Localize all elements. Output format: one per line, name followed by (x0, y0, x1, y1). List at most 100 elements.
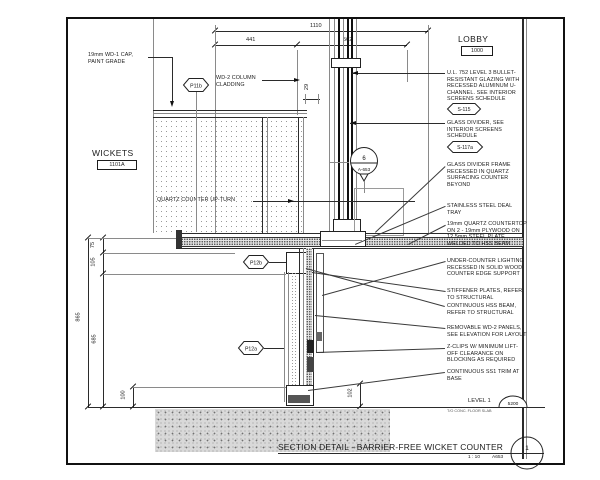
leader (262, 80, 298, 81)
panel-line (313, 248, 314, 402)
detail-sheet-ref: A653 (492, 455, 504, 460)
deal-tray (320, 231, 366, 247)
svg-text:P12a: P12a (245, 347, 257, 353)
label-wd1-cap: 19mm WD-1 CAP, PAINT GRADE (88, 52, 134, 65)
dim-line-gap (303, 99, 320, 100)
panel-hatch (306, 248, 312, 402)
leader (264, 348, 284, 349)
note-ss1-trim: CONTINUOUS SS1 TRIM AT BASE (447, 369, 520, 382)
room-name-wickets: WICKETS (92, 148, 134, 158)
dim-line-base-right (360, 384, 361, 407)
leader-arrow (170, 101, 174, 107)
tag-p12a: P12a (237, 341, 265, 355)
leader (148, 57, 172, 58)
tag-p11b: P11b (182, 78, 210, 92)
note-stiffener: STIFFENER PLATES, REFER TO STRUCTURAL (447, 288, 523, 301)
dim-cladding-gap: 29 (304, 83, 311, 91)
z-clip (316, 332, 322, 341)
cladding-line (298, 117, 299, 233)
lighting-recess (316, 253, 324, 353)
panel-line (303, 248, 304, 402)
ext-line (305, 94, 306, 104)
note-glazing: U.L. 752 LEVEL 3 BULLET-RESISTANT GLAZIN… (447, 70, 520, 103)
glazing-line (356, 19, 357, 233)
note-z-clips: Z-CLIPS W/ MINIMUM LIFT-OFF CLEARANCE ON… (447, 344, 518, 364)
title-underline (278, 453, 544, 454)
dim-counter-height: 865 (75, 312, 82, 322)
note-deal-tray: STAINLESS STEEL DEAL TRAY (447, 203, 513, 216)
glazing-line (338, 19, 340, 233)
lobby-wall-line-inner (526, 19, 527, 459)
ext-line (428, 25, 429, 233)
panel-line (299, 248, 300, 402)
dim-line-counter-chain (103, 238, 104, 407)
leader (352, 73, 445, 74)
dim-left-width: 441 (246, 37, 256, 43)
note-hss-beam: CONTINUOUS HSS BEAM, REFER TO STRUCTURAL (447, 303, 517, 316)
ext-line (318, 94, 319, 104)
ext-line (297, 50, 298, 115)
divider-frame-beyond (354, 188, 404, 236)
leader (364, 181, 365, 193)
glazing-line (351, 19, 353, 233)
deal-tray-line (322, 240, 362, 241)
dim-line-counter-height (88, 238, 89, 407)
wall-line (153, 19, 154, 233)
leader-arrow (288, 199, 294, 203)
tag-s117a: S-117a (446, 141, 484, 153)
glazing-line (329, 19, 330, 233)
note-removable-panels: REMOVABLE WD-2 PANELS, SEE ELEVATION FOR… (447, 325, 527, 338)
tag-s115: S-115 (446, 103, 482, 115)
glazing-line (334, 19, 335, 233)
ext-line (103, 274, 286, 275)
callout-bubble: 6 A-653 (350, 147, 378, 183)
ext-line (407, 50, 408, 82)
concrete-slab (155, 409, 390, 452)
leader (253, 201, 415, 202)
svg-text:P11b: P11b (190, 84, 202, 90)
blocking-hatch (291, 272, 297, 402)
leader (172, 57, 173, 101)
dim-under-counter: 685 (91, 334, 98, 344)
leader-arrow (294, 78, 300, 82)
wall-hatch (154, 119, 305, 232)
svg-text:P12b: P12b (250, 261, 262, 267)
panel-line (284, 272, 285, 402)
dim-base-right: 102 (347, 388, 354, 398)
detail-scale: 1 : 10 (468, 455, 481, 460)
svg-text:S-117a: S-117a (457, 145, 473, 151)
glazing-head-channel (331, 58, 361, 68)
floor-line (88, 407, 545, 408)
cap-line (153, 117, 307, 118)
level-sublabel: T/O CONC. FLOOR SLAB (447, 409, 492, 413)
leader-arrow (350, 121, 356, 125)
dim-base-left: 100 (120, 390, 127, 400)
leader-arrow (352, 71, 358, 75)
cladding-line (303, 117, 304, 233)
leader (350, 123, 445, 124)
dim-line-left (215, 45, 297, 46)
level-label: LEVEL 1 (468, 398, 491, 404)
z-clip (307, 357, 314, 372)
glazing-line (343, 19, 344, 233)
leader (196, 92, 197, 232)
level-elevation-bubble: 5200 (498, 395, 528, 408)
panel-line (288, 272, 289, 402)
ext-line (103, 253, 235, 254)
tag-p12b: P12b (242, 255, 270, 269)
counter-bottom-line (176, 248, 523, 249)
z-clip (307, 340, 314, 353)
ext-line (133, 387, 288, 388)
room-number-lobby: 1000 (461, 46, 493, 56)
cap-line (153, 110, 307, 111)
cladding-line (267, 117, 268, 233)
dim-tray-drop: 105 (90, 257, 97, 267)
cladding-line (262, 117, 263, 233)
dim-overall-width: 1110 (310, 23, 322, 29)
leader (330, 162, 349, 163)
note-countertop: 19mm QUARTZ COUNTERTOP ON 2 - 19mm PLYWO… (447, 221, 527, 247)
svg-text:A-653: A-653 (358, 167, 371, 172)
svg-text:6: 6 (362, 156, 366, 162)
room-name-lobby: LOBBY (458, 34, 489, 44)
